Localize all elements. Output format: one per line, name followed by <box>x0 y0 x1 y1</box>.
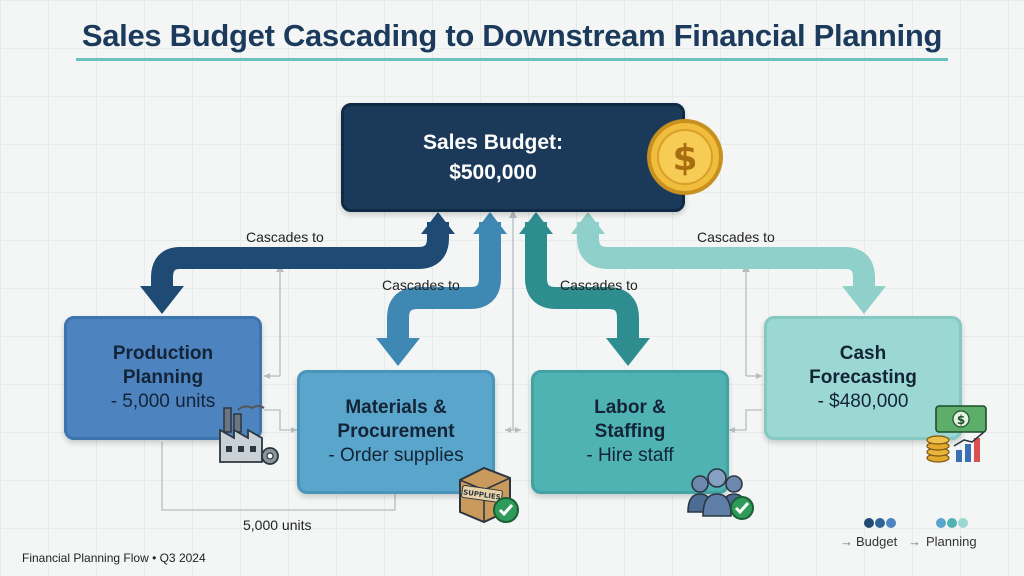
labor-staffing-box[interactable]: Labor & Staffing - Hire staff <box>531 370 729 494</box>
team-people-icon <box>687 468 754 520</box>
cash-forecasting-box[interactable]: Cash Forecasting - $480,000 <box>764 316 962 440</box>
arrowhead-down-materials <box>376 338 420 366</box>
cascade-arrow-cash <box>577 222 875 290</box>
materials-detail: - Order supplies <box>328 445 464 466</box>
sales-budget-label: Sales Budget: <box>422 130 564 154</box>
cascade-label-cash: Cascades to <box>697 229 775 245</box>
arrowhead-down-labor <box>606 338 650 366</box>
legend: → Budget → Planning <box>838 518 988 554</box>
legend-planning-dot-1 <box>936 518 946 528</box>
legend-arrow-icon: → <box>840 534 853 549</box>
svg-text:$: $ <box>672 138 697 179</box>
cascade-label-materials: Cascades to <box>382 277 460 293</box>
legend-arrow-icon-2: → <box>908 534 921 549</box>
page-title: Sales Budget Cascading to Downstream Fin… <box>81 18 943 53</box>
supplies-box-icon: SUPPLIES <box>459 466 519 524</box>
materials-title-line1: Materials & <box>345 397 447 418</box>
prod-to-mat-line <box>264 409 297 431</box>
production-detail: - 5,000 units <box>110 391 216 412</box>
legend-budget-dot-3 <box>886 518 896 528</box>
cascade-arrow-materials <box>387 222 501 342</box>
legend-planning-label: Planning <box>926 534 977 549</box>
legend-planning-dot-2 <box>947 518 957 528</box>
cash-title-line1: Cash <box>839 343 887 364</box>
units-link-line <box>161 442 396 511</box>
cascade-arrow-production <box>151 222 449 290</box>
legend-budget-label: Budget <box>856 534 898 549</box>
production-title-line2: Planning <box>122 367 204 388</box>
arrowhead-down-production <box>140 286 184 314</box>
factory-gear-icon <box>219 405 279 465</box>
arrowhead-up-materials <box>473 212 507 234</box>
arrowhead-up-labor <box>519 212 553 234</box>
cash-chart-icon: $ <box>926 405 987 463</box>
svg-text:$: $ <box>957 413 965 427</box>
labor-detail: - Hire staff <box>586 445 674 466</box>
arrowhead-up-production <box>421 212 455 234</box>
footer-caption: Financial Planning Flow • Q3 2024 <box>22 551 206 565</box>
sales-budget-box[interactable]: Sales Budget: $500,000 <box>341 103 685 212</box>
cash-title-line2: Forecasting <box>809 367 917 388</box>
labor-title-line1: Labor & <box>594 397 666 418</box>
labor-title-line2: Staffing <box>594 421 666 442</box>
cascade-label-labor: Cascades to <box>560 277 638 293</box>
legend-budget-dot-2 <box>875 518 885 528</box>
legend-planning-dot-3 <box>958 518 968 528</box>
arrowhead-down-cash <box>842 286 886 314</box>
units-link-label: 5,000 units <box>243 517 312 533</box>
title-underline <box>76 58 948 61</box>
arrowhead-up-cash <box>571 212 605 234</box>
legend-budget-dot-1 <box>864 518 874 528</box>
materials-procurement-box[interactable]: Materials & Procurement - Order supplies <box>297 370 495 494</box>
production-title-line1: Production <box>112 343 214 364</box>
dollar-coin-icon: $ <box>647 119 723 195</box>
cash-to-labor-line <box>729 409 762 431</box>
sales-budget-value: $500,000 <box>449 160 537 184</box>
cascade-arrow-labor <box>525 222 639 342</box>
cascade-label-production: Cascades to <box>246 229 324 245</box>
cash-detail: - $480,000 <box>817 391 909 412</box>
materials-title-line2: Procurement <box>337 421 455 442</box>
